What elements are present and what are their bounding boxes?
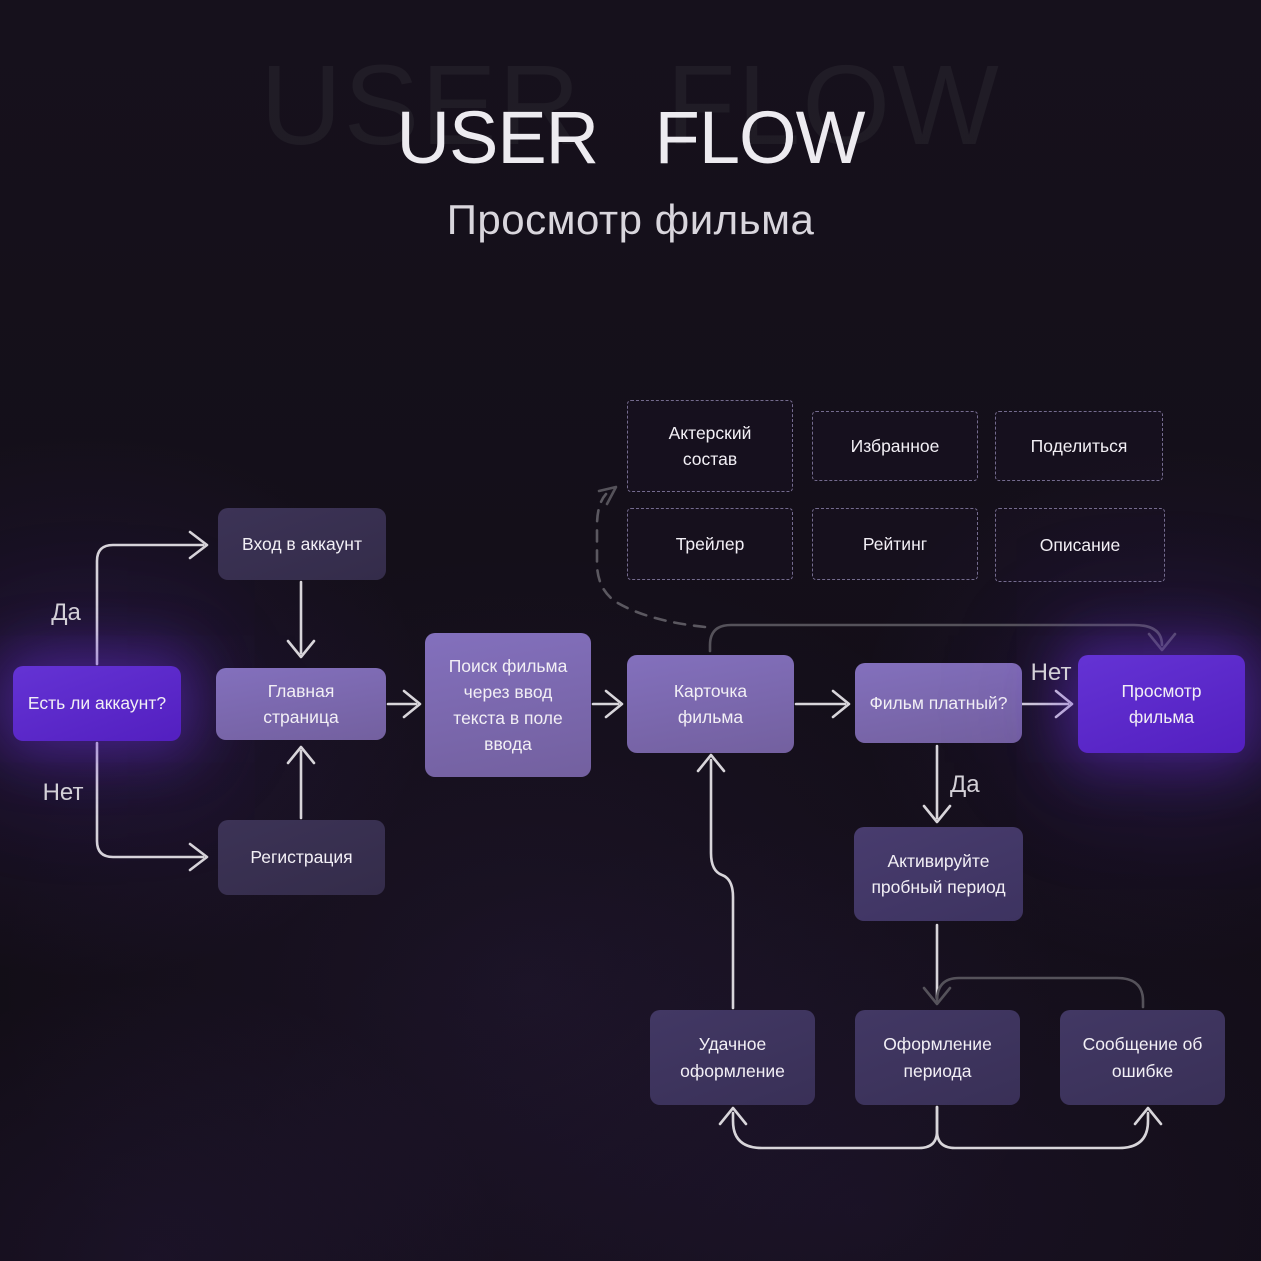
node-signup-label: Регистрация	[250, 847, 353, 868]
node-rating-label: Рейтинг	[862, 533, 928, 554]
node-signup: Регистрация	[218, 820, 385, 895]
arrowhead-card-to-cast	[597, 485, 618, 506]
node-movie-card-label: Карточка фильма	[673, 680, 748, 727]
node-search-movie-label: Поиск фильма через ввод текста в поле вв…	[448, 655, 568, 755]
edge-checkout-to-error-loop	[935, 976, 1145, 1009]
edge-label-no-right: Нет	[1030, 659, 1072, 686]
node-trailer-label: Трейлер	[675, 533, 745, 554]
edge-checkout-to-success	[731, 1105, 939, 1150]
node-watch-movie-label: Просмотр фильма	[1121, 680, 1202, 727]
page-subtitle: Просмотр фильма	[446, 196, 815, 243]
arrowhead-paid-to-trial	[922, 804, 952, 824]
node-login: Вход в аккаунт	[218, 508, 386, 580]
arrowhead-account-to-login	[188, 530, 209, 560]
edge-card-to-cast-dashed	[595, 492, 707, 629]
node-favorites: Избранное	[812, 411, 978, 481]
node-favorites-label: Избранное	[850, 435, 940, 456]
node-is-paid-question: Фильм платный?	[855, 663, 1022, 743]
edge-label-yes-left: Да	[51, 599, 81, 626]
edge-card-to-watch-loop	[708, 623, 1164, 653]
node-cast-label: Актерский состав	[668, 422, 752, 469]
node-cast: Актерский состав	[627, 400, 793, 492]
node-activate-trial-label: Активируйте пробный период	[871, 850, 1006, 897]
arrowhead-login-to-home	[286, 639, 316, 659]
node-login-label: Вход в аккаунт	[241, 533, 362, 554]
arrowhead-paid-to-watch	[1054, 689, 1074, 719]
page-title: USER FLOW	[396, 96, 866, 179]
edge-checkout-to-error	[935, 1105, 1150, 1150]
edge-account-to-signup	[95, 741, 205, 859]
arrowhead-card-to-watch-loop	[1147, 632, 1177, 652]
node-trailer: Трейлер	[627, 508, 793, 580]
node-home-page: Главная страница	[216, 668, 386, 740]
node-description: Описание	[995, 508, 1165, 582]
node-activate-trial: Активируйте пробный период	[854, 827, 1023, 921]
node-rating: Рейтинг	[812, 508, 978, 580]
node-search-movie: Поиск фильма через ввод текста в поле вв…	[425, 633, 591, 777]
node-share: Поделиться	[995, 411, 1163, 481]
arrowhead-account-to-signup	[188, 842, 209, 872]
node-share-label: Поделиться	[1030, 435, 1128, 456]
arrowhead-home-to-search	[402, 689, 422, 719]
edge-account-to-login	[95, 543, 205, 666]
arrowhead-search-to-card	[604, 689, 624, 719]
node-home-page-label: Главная страница	[263, 680, 339, 727]
arrowhead-signup-to-home	[286, 745, 316, 765]
node-checkout-period: Оформление периода	[855, 1010, 1020, 1105]
node-watch-movie: Просмотр фильма	[1078, 655, 1245, 753]
arrowhead-checkout-to-success	[718, 1106, 748, 1126]
edge-label-yes-right: Да	[950, 771, 980, 798]
node-account-question: Есть ли аккаунт?	[13, 666, 181, 741]
arrowhead-trial-to-checkout	[922, 986, 952, 1006]
node-checkout-period-label: Оформление периода	[883, 1034, 992, 1081]
edge-success-to-card	[709, 758, 735, 1010]
node-checkout-success: Удачное оформление	[650, 1010, 815, 1105]
arrowhead-card-to-paid	[831, 689, 851, 719]
node-error-message: Сообщение об ошибке	[1060, 1010, 1225, 1105]
node-description-label: Описание	[1039, 534, 1121, 555]
node-error-message-label: Сообщение об ошибке	[1082, 1034, 1203, 1081]
ghost-title: USER FLOW	[260, 42, 1001, 168]
arrowhead-checkout-to-error	[1133, 1106, 1163, 1126]
node-is-paid-question-label: Фильм платный?	[869, 692, 1008, 713]
node-checkout-success-label: Удачное оформление	[680, 1034, 785, 1081]
edge-label-no-left: Нет	[42, 779, 84, 806]
node-movie-card: Карточка фильма	[627, 655, 794, 753]
arrowhead-success-to-card	[696, 753, 726, 773]
node-account-question-label: Есть ли аккаунт?	[27, 693, 167, 714]
